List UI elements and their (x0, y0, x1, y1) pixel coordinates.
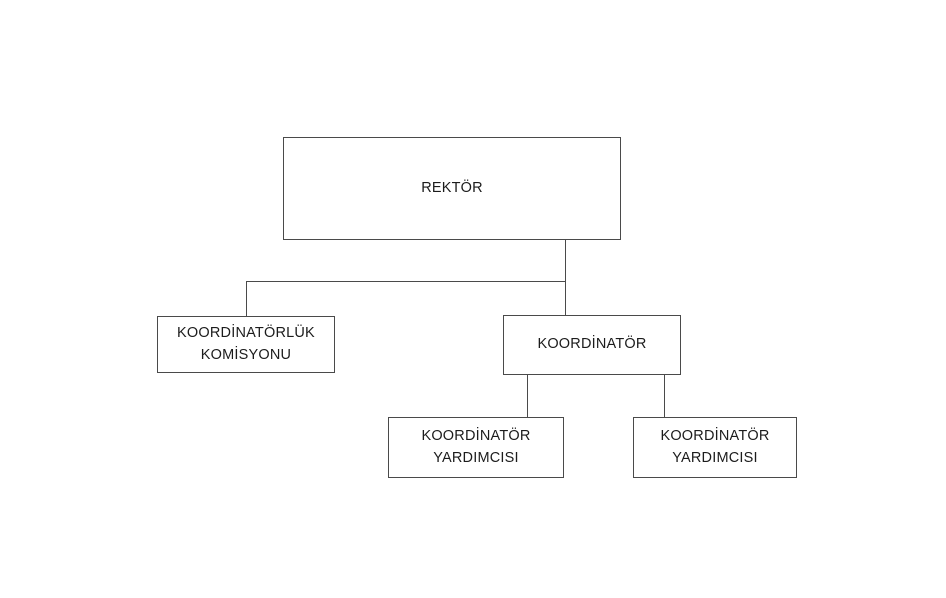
node-koordinator[interactable]: KOORDİNATÖR (503, 315, 681, 375)
node-koordinator-yardimcisi-1-label: KOORDİNATÖR YARDIMCISI (421, 428, 531, 466)
node-koordinator-yardimcisi-2-label: KOORDİNATÖR YARDIMCISI (660, 428, 770, 466)
node-rektor-label: REKTÖR (421, 179, 483, 196)
node-koordinator-yardimcisi-1[interactable]: KOORDİNATÖR YARDIMCISI (388, 417, 564, 478)
connector-yardimci-2-drop (664, 375, 665, 417)
node-koordinatorluk-komisyonu-label: KOORDİNATÖRLÜK KOMİSYONU (177, 325, 315, 363)
node-rektor[interactable]: REKTÖR (283, 137, 621, 240)
node-koordinatorluk-komisyonu[interactable]: KOORDİNATÖRLÜK KOMİSYONU (157, 316, 335, 373)
connector-rektor-branch-horizontal (246, 281, 566, 282)
connector-komisyon-drop (246, 281, 247, 316)
connector-yardimci-1-drop (527, 375, 528, 417)
node-koordinator-yardimcisi-2[interactable]: KOORDİNATÖR YARDIMCISI (633, 417, 797, 478)
node-koordinator-label: KOORDİNATÖR (537, 336, 647, 353)
connector-rektor-trunk (565, 240, 566, 315)
